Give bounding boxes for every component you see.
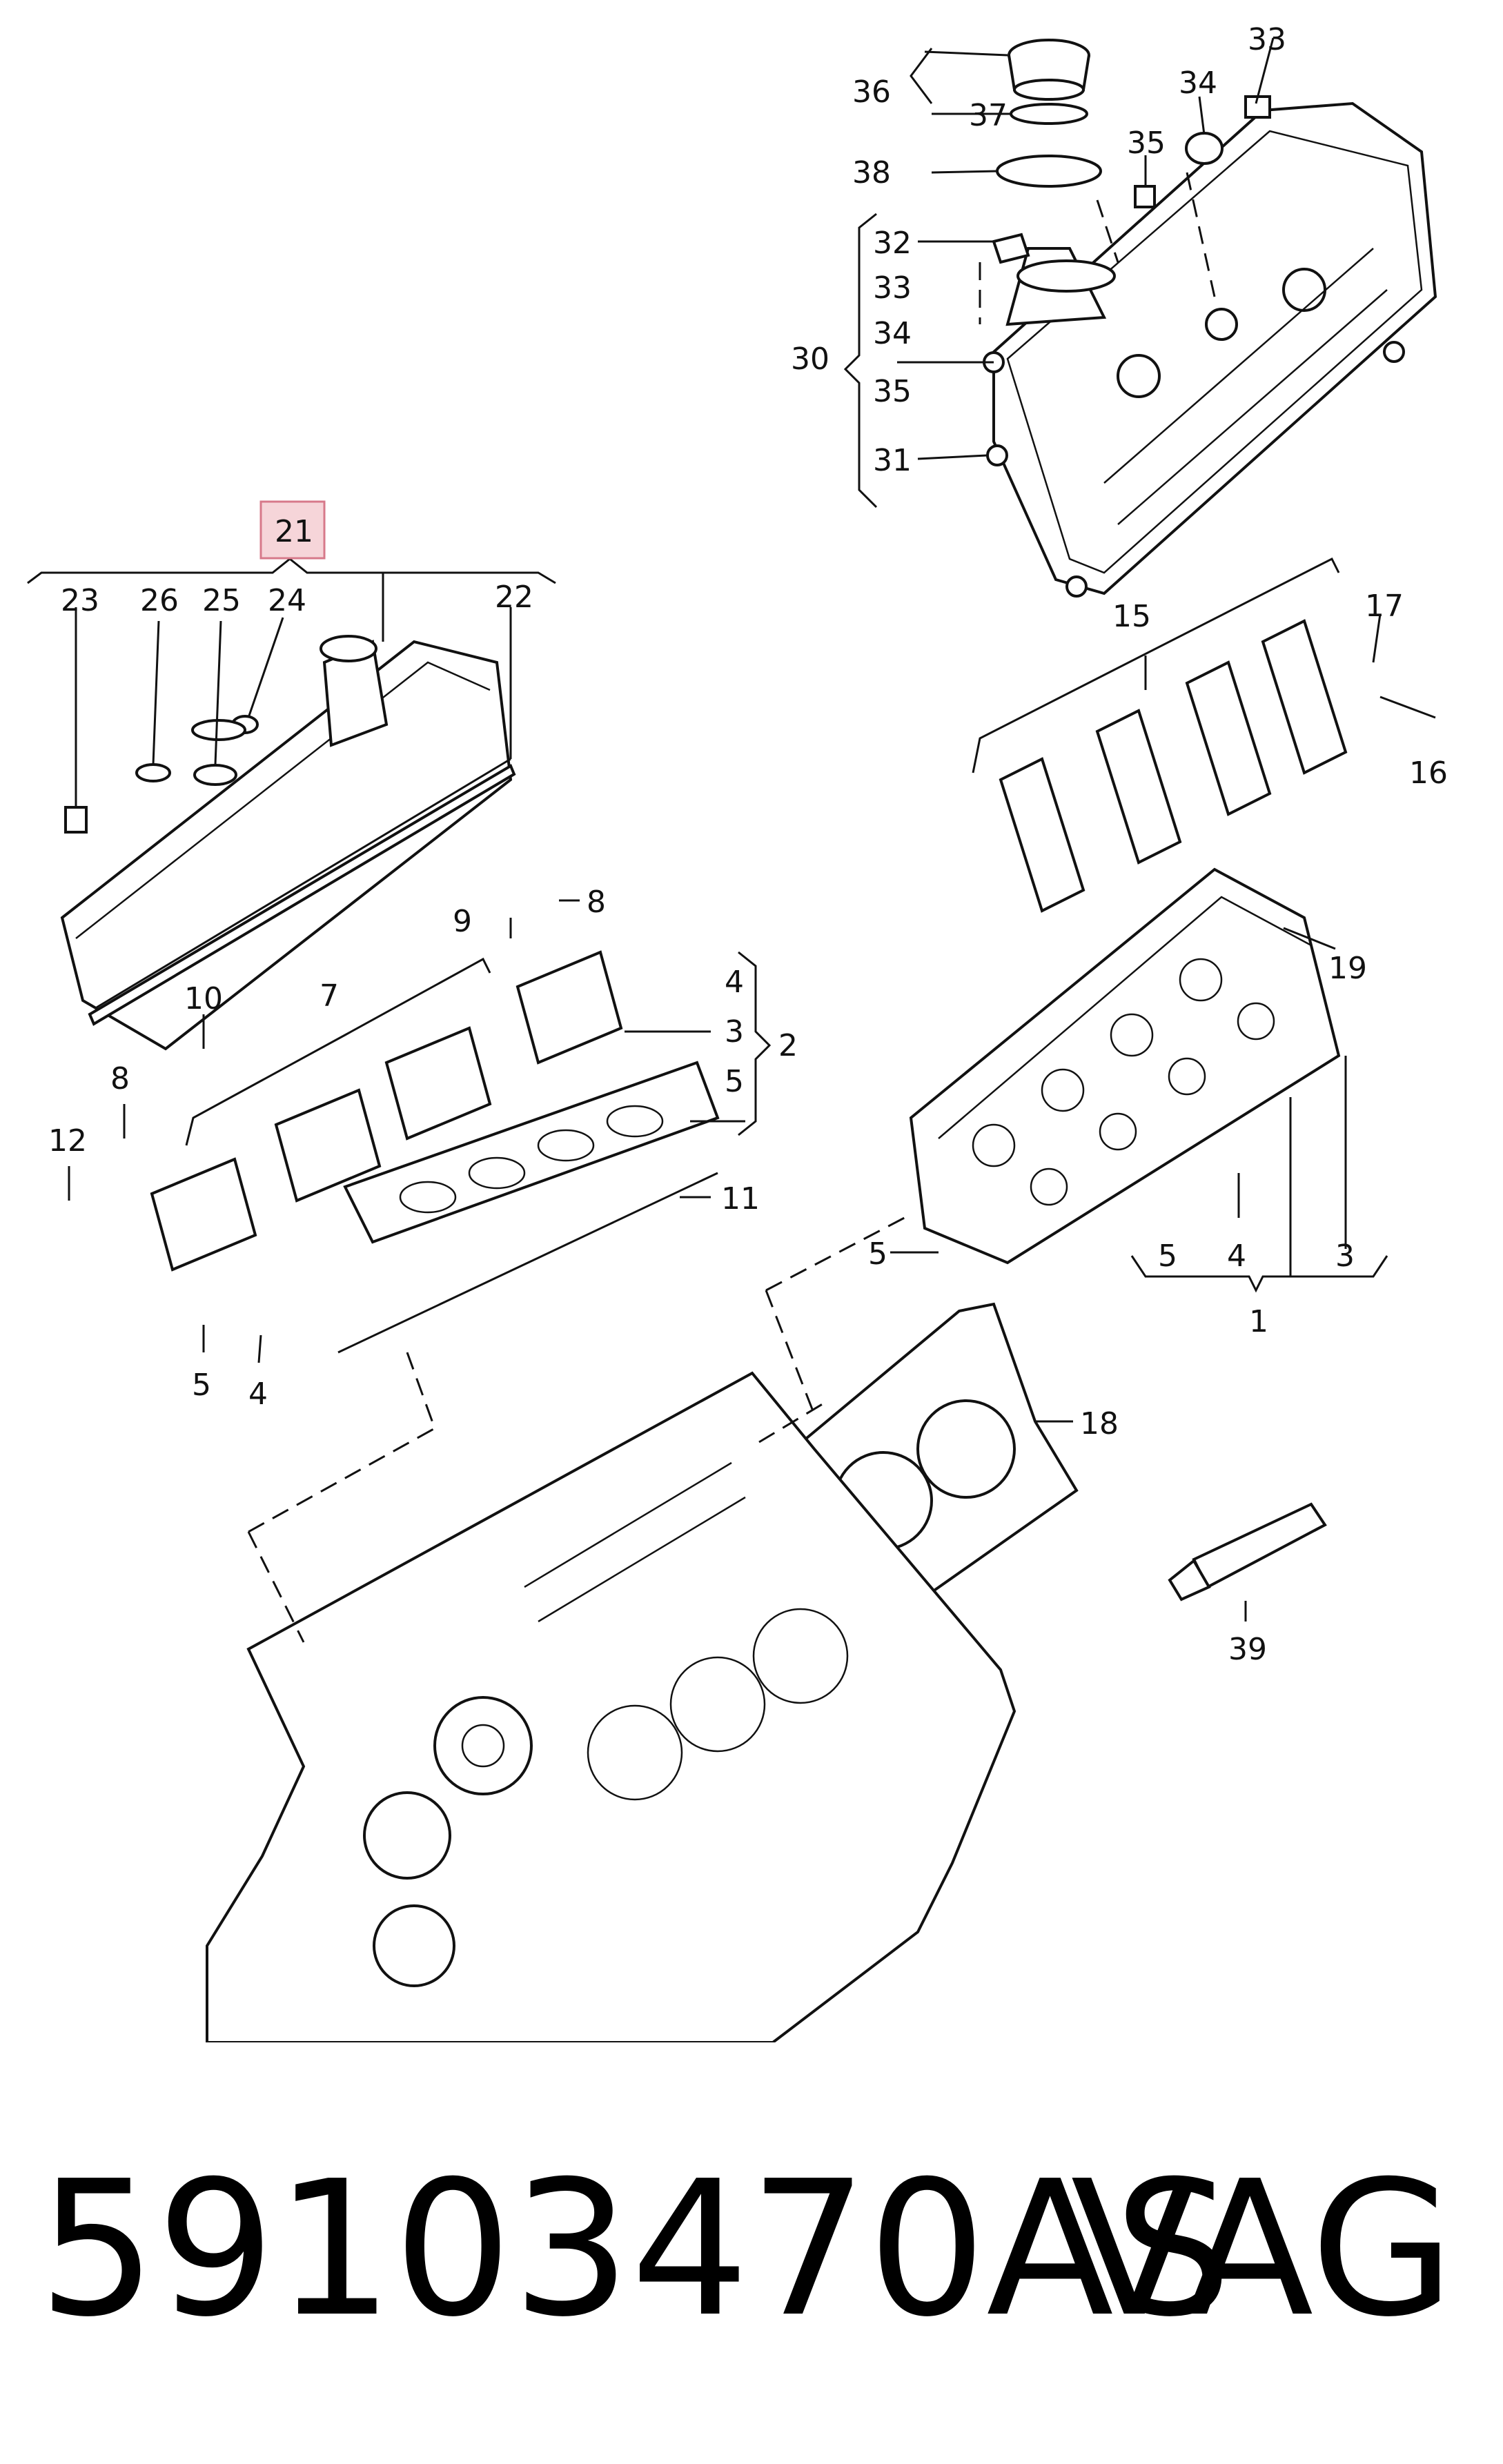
callout-17: 17 — [1365, 589, 1404, 624]
callout-5a: 5 — [725, 1064, 744, 1099]
callout-2: 2 — [778, 1028, 798, 1063]
callout-8a: 8 — [587, 885, 606, 920]
callout-25: 25 — [202, 583, 241, 618]
highlight-box-21 — [259, 500, 326, 560]
intake-gasket-left — [337, 1061, 720, 1354]
callout-18: 18 — [1080, 1406, 1119, 1441]
callout-9: 9 — [453, 904, 472, 939]
callout-4b: 4 — [1227, 1239, 1246, 1274]
callout-12: 12 — [48, 1123, 87, 1159]
callout-39: 39 — [1228, 1632, 1267, 1667]
callout-21: 21 — [275, 514, 313, 549]
callout-34a: 34 — [1179, 66, 1217, 101]
valve-cover-left — [60, 635, 516, 1051]
callout-26: 26 — [140, 583, 179, 618]
callout-31: 31 — [873, 443, 912, 478]
callout-16: 16 — [1409, 756, 1448, 791]
callout-35a: 35 — [1127, 126, 1166, 161]
callout-4c: 4 — [248, 1377, 268, 1412]
engine-block — [206, 1371, 1016, 2042]
callout-4a: 4 — [725, 965, 744, 1000]
callout-15: 15 — [1112, 599, 1151, 634]
cylinder-head-right — [909, 867, 1341, 1265]
callout-11: 11 — [721, 1181, 760, 1216]
callout-35b: 35 — [873, 374, 912, 409]
callout-23: 23 — [61, 583, 99, 618]
bearing-caps-left — [150, 950, 623, 1272]
bearing-caps-right — [999, 619, 1348, 913]
callout-1: 1 — [1249, 1304, 1268, 1339]
callout-8b: 8 — [110, 1061, 130, 1096]
valve-cover-right — [983, 101, 1437, 598]
callout-labels: 36 37 38 33 34 35 32 33 34 30 35 31 21 2… — [48, 22, 1448, 1667]
oil-filler-cap — [996, 39, 1116, 326]
callout-36: 36 — [852, 75, 891, 110]
callout-24: 24 — [268, 583, 306, 618]
callout-34b: 34 — [873, 316, 912, 351]
exploded-parts-diagram: 36 37 38 33 34 35 32 33 34 30 35 31 21 2… — [27, 22, 1448, 2042]
callout-33b: 33 — [873, 270, 912, 306]
callout-3b: 3 — [1335, 1239, 1355, 1274]
callout-10: 10 — [184, 981, 223, 1016]
callout-22: 22 — [495, 580, 533, 615]
callout-5b: 5 — [868, 1236, 887, 1272]
brand-name: VAG — [1070, 2140, 1455, 2358]
callout-5d: 5 — [192, 1368, 211, 1403]
callout-37: 37 — [969, 98, 1008, 133]
callout-7: 7 — [320, 978, 339, 1014]
callout-5c: 5 — [1158, 1239, 1177, 1274]
callout-32: 32 — [873, 226, 912, 261]
sealant-tube — [1168, 1502, 1327, 1601]
callout-38: 38 — [852, 155, 891, 190]
valve-cover-fasteners — [992, 95, 1271, 264]
leader-lines — [27, 37, 1436, 1622]
callout-3a: 3 — [725, 1014, 744, 1049]
dashed-alignment-lines — [247, 172, 1216, 1643]
callout-19: 19 — [1328, 951, 1367, 986]
part-number: 59103470AS — [38, 2140, 1232, 2358]
callout-33a: 33 — [1248, 22, 1286, 57]
callout-30: 30 — [791, 342, 829, 377]
